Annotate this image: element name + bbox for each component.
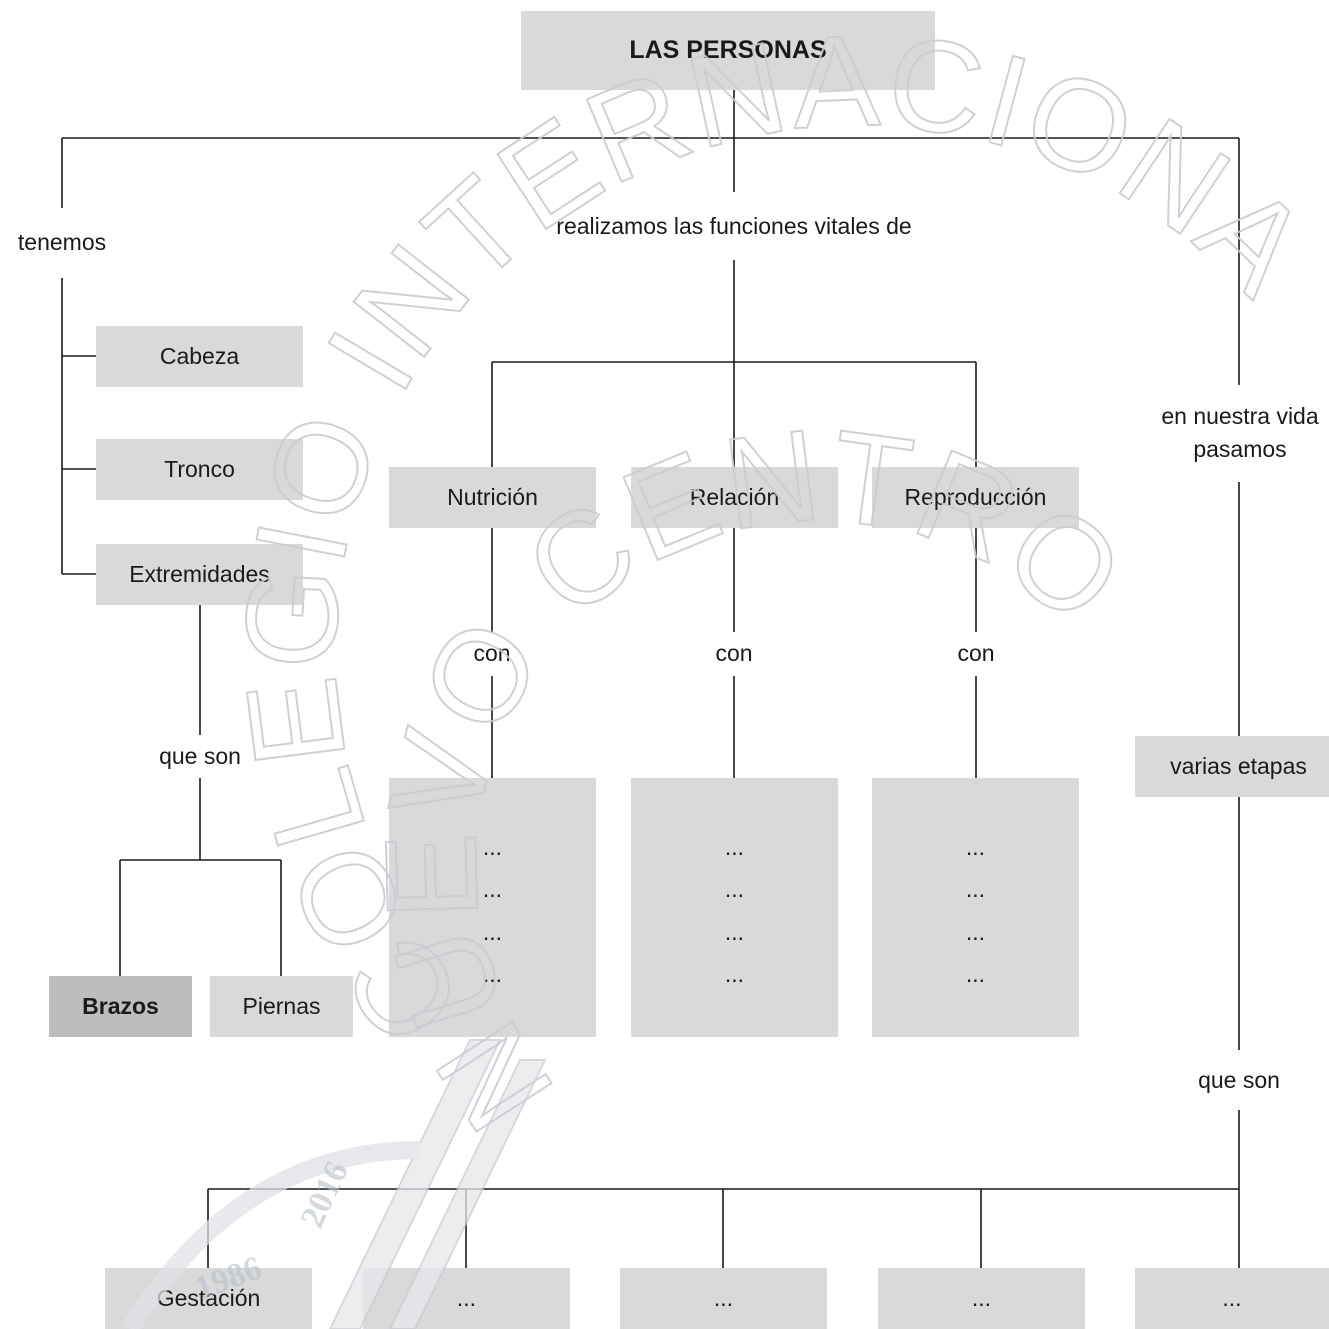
- placeholder-dots: ...: [724, 961, 745, 987]
- box-reproduccion-organs: ... ... ... ...: [872, 778, 1079, 1037]
- placeholder-dots: ...: [965, 876, 986, 902]
- placeholder-dots: ...: [965, 961, 986, 987]
- label-con-nutricion: con: [462, 637, 522, 670]
- box-reproduccion: Reproducción: [872, 467, 1079, 528]
- box-extremidades: Extremidades: [96, 544, 303, 605]
- label-en-nuestra-vida-line1: en nuestra vida: [1161, 403, 1319, 429]
- box-nutricion: Nutrición: [389, 467, 596, 528]
- label-con-relacion: con: [704, 637, 764, 670]
- box-stage-3: ...: [620, 1268, 827, 1329]
- box-piernas: Piernas: [210, 976, 353, 1037]
- label-que-son-stages: que son: [1179, 1064, 1299, 1097]
- box-tronco: Tronco: [96, 439, 303, 500]
- box-stage-2: ...: [363, 1268, 570, 1329]
- label-pasamos-line2: pasamos: [1193, 436, 1287, 462]
- box-stage-5: ...: [1135, 1268, 1329, 1329]
- title-text: LAS PERSONAS: [629, 36, 827, 64]
- label-en-nuestra-vida: en nuestra vida pasamos: [1140, 400, 1329, 466]
- placeholder-dots: ...: [724, 919, 745, 945]
- box-varias-etapas: varias etapas: [1135, 736, 1329, 797]
- box-stage-gestacion: Gestación: [105, 1268, 312, 1329]
- label-que-son-limbs: que son: [140, 740, 260, 773]
- placeholder-dots: ...: [965, 919, 986, 945]
- placeholder-dots: ...: [724, 834, 745, 860]
- title-box: LAS PERSONAS: [521, 11, 935, 90]
- placeholder-dots: ...: [724, 876, 745, 902]
- box-relacion: Relación: [631, 467, 838, 528]
- box-nutricion-organs: ... ... ... ...: [389, 778, 596, 1037]
- box-cabeza: Cabeza: [96, 326, 303, 387]
- box-relacion-organs: ... ... ... ...: [631, 778, 838, 1037]
- placeholder-dots: ...: [482, 876, 503, 902]
- placeholder-dots: ...: [482, 834, 503, 860]
- placeholder-dots: ...: [482, 961, 503, 987]
- placeholder-dots: ...: [965, 834, 986, 860]
- label-con-reproduccion: con: [946, 637, 1006, 670]
- box-brazos: Brazos: [49, 976, 192, 1037]
- placeholder-dots: ...: [482, 919, 503, 945]
- box-stage-4: ...: [878, 1268, 1085, 1329]
- label-tenemos: tenemos: [8, 226, 116, 259]
- label-funciones-vitales: realizamos las funciones vitales de: [512, 210, 956, 243]
